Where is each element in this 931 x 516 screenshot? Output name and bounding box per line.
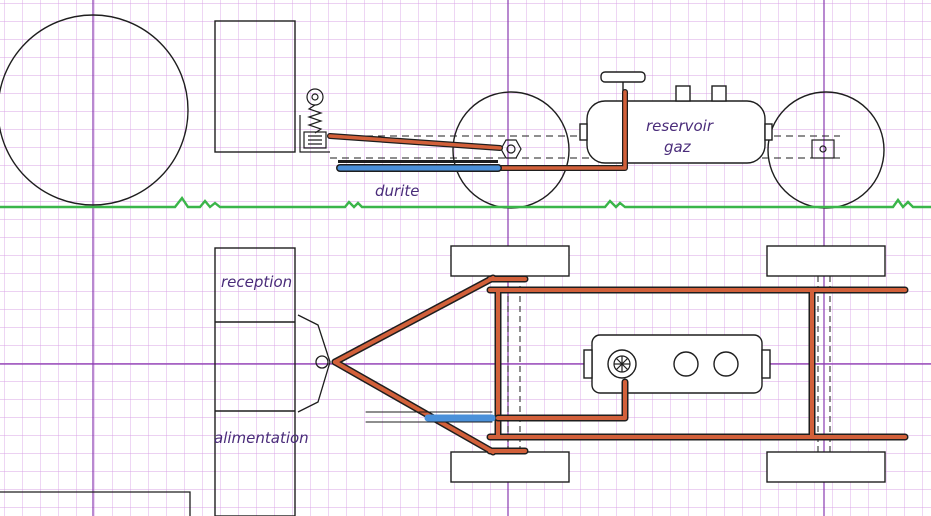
- copper-pipe-side: [327, 89, 628, 171]
- reservoir-label-line1: reservoir: [646, 117, 714, 135]
- hitch-coupler-top: [297, 314, 331, 413]
- receiver-box-top: [214, 247, 296, 516]
- tires-top: [450, 245, 886, 483]
- front-hub: [500, 139, 522, 159]
- gas-tank-side: [579, 71, 773, 164]
- reception-label: reception: [221, 273, 292, 291]
- reservoir-label-line2: gaz: [664, 138, 692, 156]
- water-hose-top: [365, 411, 496, 423]
- gas-tank-top: [583, 334, 771, 394]
- receiver-box-side: [214, 20, 296, 153]
- water-hose-side: [336, 160, 502, 172]
- large-wheel-outline: [0, 14, 189, 206]
- ground-line: [0, 195, 931, 209]
- alimentation-label: alimentation: [214, 429, 309, 447]
- corner-box-fragment: [0, 491, 191, 516]
- valve-wheel-icon: [613, 355, 631, 373]
- durite-label: durite: [375, 182, 419, 200]
- hitch-assembly: [299, 88, 330, 153]
- frame-tubes-top: [331, 274, 909, 456]
- copper-pipe-top: [494, 378, 629, 422]
